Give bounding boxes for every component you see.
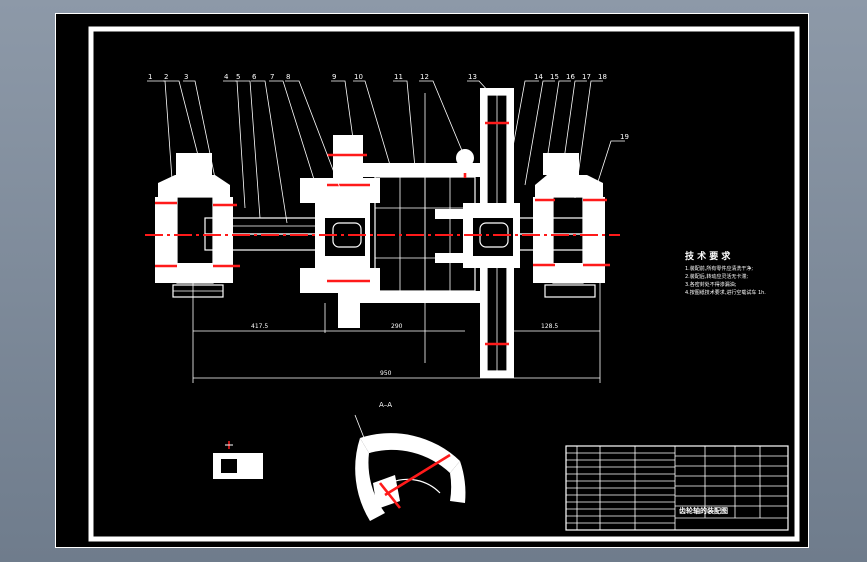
part-number-10: 10 — [354, 73, 363, 81]
left-bearing-housing — [155, 153, 233, 298]
part-number-17: 17 — [582, 73, 591, 81]
part-number-7: 7 — [270, 73, 274, 81]
part-number-16: 16 — [566, 73, 575, 81]
dim-total: 950 — [380, 370, 392, 377]
tech-note-2: 2.装配后,转动应灵活无卡滞; — [685, 273, 748, 280]
part-leaders — [147, 80, 625, 224]
tech-title: 技 术 要 求 — [685, 250, 731, 262]
part-number-15: 15 — [550, 73, 559, 81]
part-number-4: 4 — [224, 73, 229, 81]
part-number-8: 8 — [286, 73, 290, 81]
tech-note-3: 3.各密封处不得渗漏油; — [685, 281, 737, 288]
dim-right: 128.5 — [541, 323, 558, 330]
technical-requirements: 技 术 要 求 1.装配前,所有零件应清洗干净; 2.装配后,转动应灵活无卡滞;… — [685, 250, 766, 296]
dim-mid: 290 — [391, 323, 403, 330]
main-assembly-view: 1 2 3 4 5 6 7 8 9 10 11 12 13 14 15 16 1… — [145, 73, 629, 383]
part-number-11: 11 — [394, 73, 403, 81]
right-hub — [435, 149, 520, 268]
tech-note-4: 4.按图纸技术要求,进行空载试车 1h. — [685, 289, 766, 296]
part-number-13: 13 — [468, 73, 477, 81]
part-number-2: 2 — [164, 73, 168, 81]
sheet-border — [88, 26, 800, 542]
part-number-9: 9 — [332, 73, 336, 81]
key-detail-view — [213, 441, 263, 479]
part-number-6: 6 — [252, 73, 257, 81]
title-block-name: 齿轮轴的装配图 — [679, 506, 728, 515]
assembly-drawing: 1 2 3 4 5 6 7 8 9 10 11 12 13 14 15 16 1… — [55, 13, 809, 548]
right-bearing-housing — [533, 153, 605, 298]
part-number-18: 18 — [598, 73, 607, 81]
part-number-19: 19 — [620, 133, 629, 141]
cad-viewport[interactable]: 1 2 3 4 5 6 7 8 9 10 11 12 13 14 15 16 1… — [55, 13, 809, 548]
part-number-5: 5 — [236, 73, 240, 81]
title-block: 齿轮轴的装配图 — [565, 445, 789, 531]
part-number-1: 1 — [148, 73, 152, 81]
part-number-12: 12 — [420, 73, 429, 81]
tech-note-1: 1.装配前,所有零件应清洗干净; — [685, 265, 753, 272]
part-number-14: 14 — [534, 73, 543, 81]
dim-left: 417.5 — [251, 323, 268, 330]
part-number-3: 3 — [184, 73, 188, 81]
section-a-a-view: A–A — [354, 401, 466, 521]
dimension-lines — [192, 93, 601, 383]
section-label: A–A — [379, 401, 392, 409]
